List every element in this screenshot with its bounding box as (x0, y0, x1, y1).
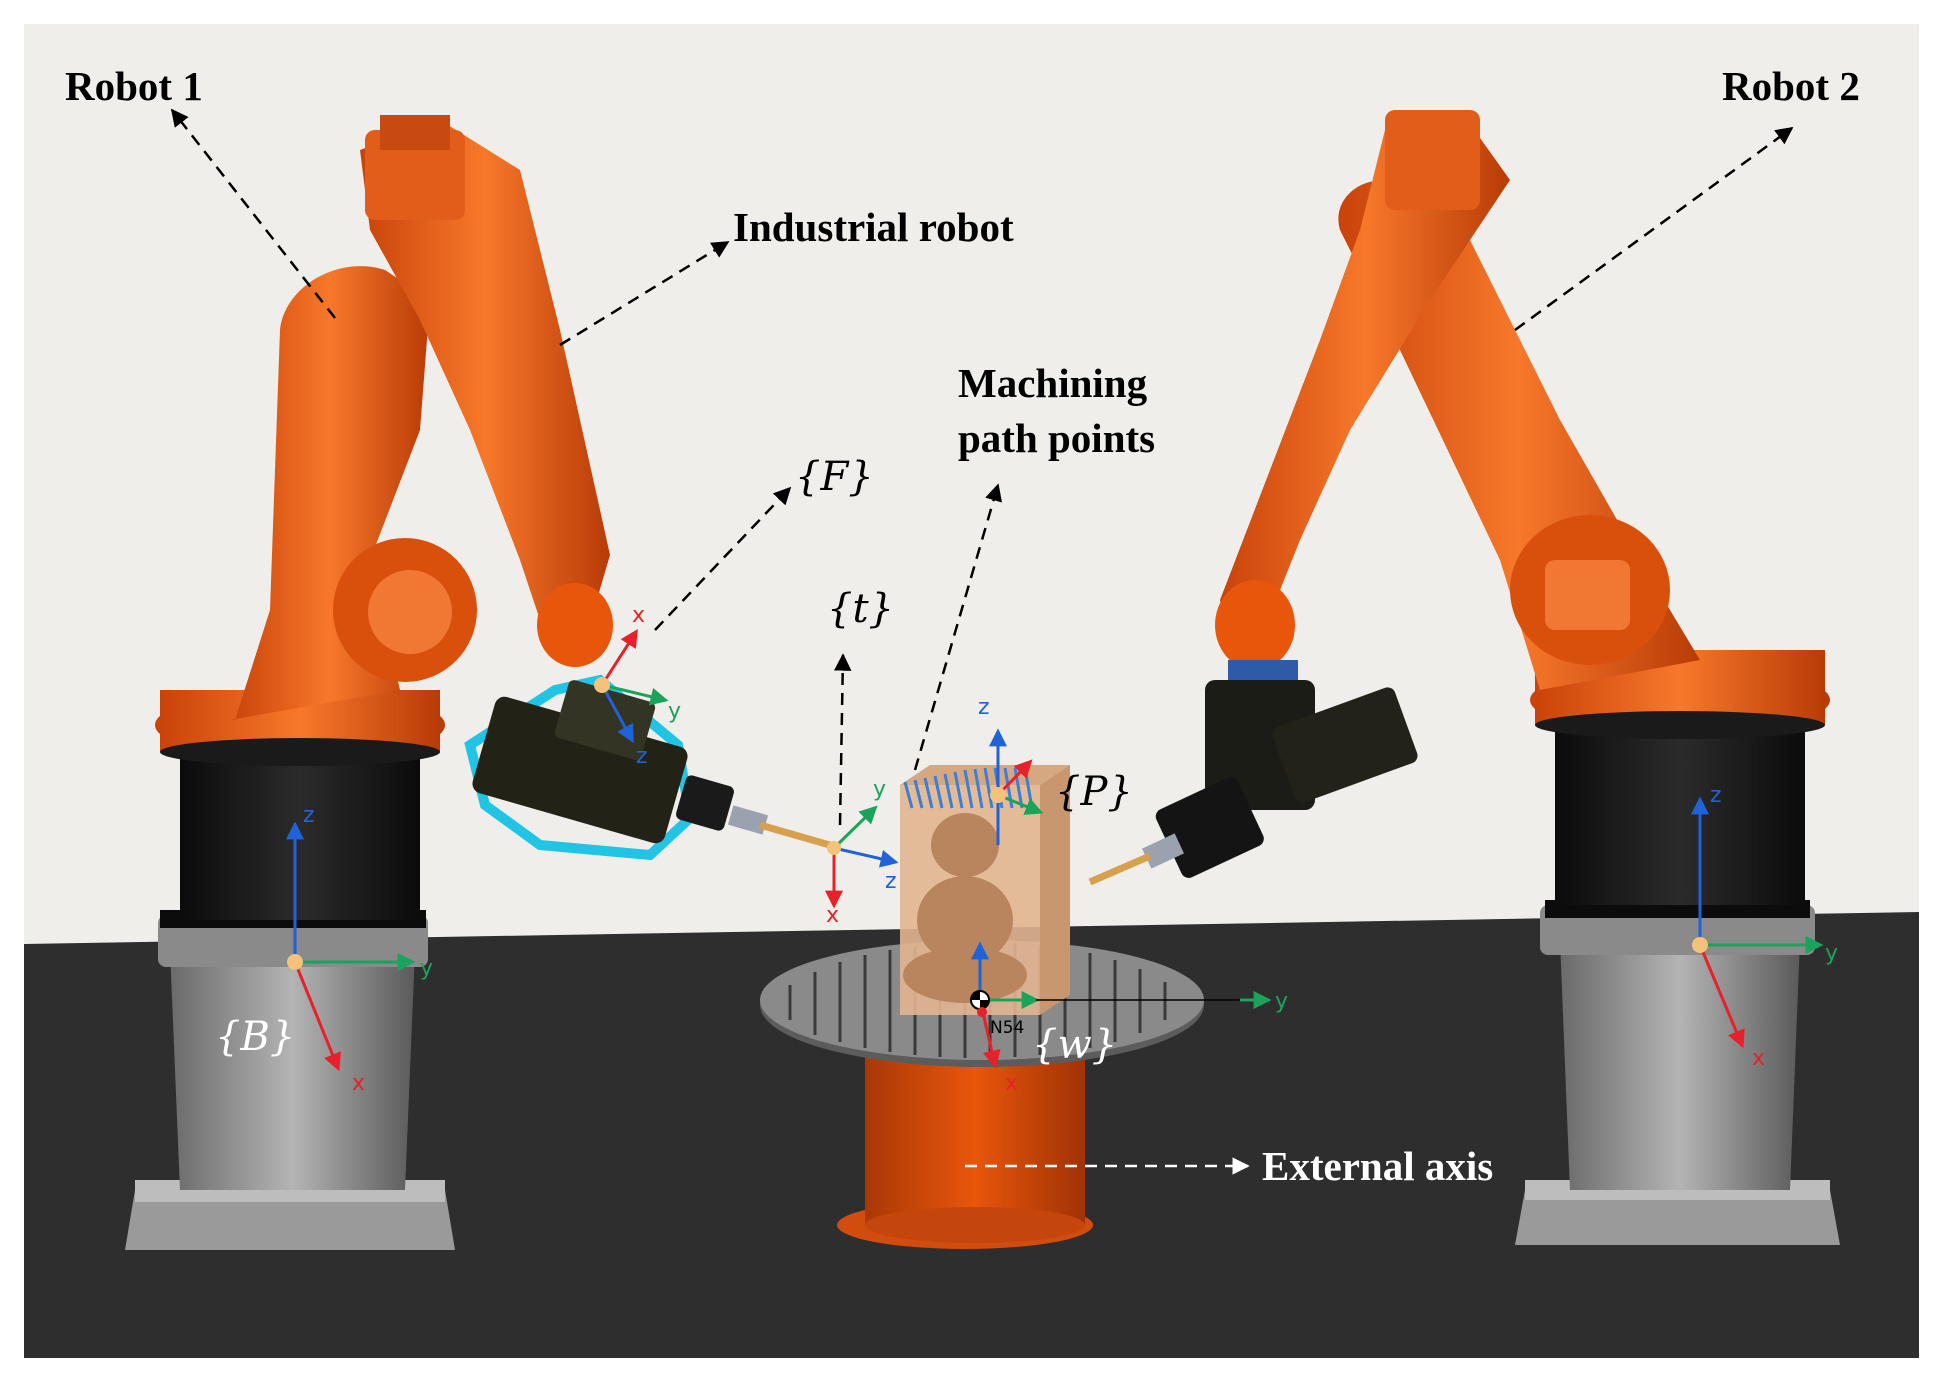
external-axis-drum-bottom (865, 1207, 1085, 1243)
robot2-upper-arm (1220, 110, 1510, 650)
frame-w-axes (970, 941, 1272, 1069)
frame-F-axes (594, 628, 669, 744)
frame-t-origin (827, 841, 841, 855)
robot2-turntable-bottom (1535, 711, 1825, 739)
external-axis-drum (865, 1050, 1085, 1225)
robot2-spindle-arm (1272, 687, 1418, 803)
frame-B-y-letter: y (420, 956, 433, 981)
robot1-pedestal (170, 950, 415, 1190)
label-frame-B: {B} (215, 1014, 295, 1060)
frame-w-origin-mark (971, 991, 989, 1009)
label-frame-F: {F} (795, 454, 874, 500)
workpiece-side (1040, 765, 1070, 1015)
label-frame-P: {P} (1055, 769, 1133, 815)
robot2-x-letter: x (1752, 1046, 1765, 1071)
carved-figure (903, 813, 1027, 1003)
robot1-motor-fins (380, 115, 450, 150)
frame-F-callout (654, 486, 792, 631)
robot2-y-letter: y (1825, 941, 1838, 966)
frame-w-red-dot (977, 1007, 987, 1017)
workpiece-tag: N54 (990, 1018, 1024, 1038)
frame-P-axes (989, 728, 1044, 845)
robot1-motor-housing (365, 130, 465, 220)
frame-F-y-letter: y (668, 699, 681, 724)
industrial-robot-callout (559, 240, 730, 347)
robot2-base-plate (1515, 1190, 1840, 1245)
robot2-wrist-joint (1215, 580, 1295, 670)
frame-t-callout (833, 653, 852, 826)
robot1-spindle-body (472, 696, 688, 844)
frame-B-x-letter: x (352, 1071, 365, 1096)
robot2-column (1555, 725, 1805, 905)
robot1-base-plate (125, 1190, 455, 1250)
robot2-base-axes (1691, 796, 1824, 1049)
robot1-spindle-nose (676, 775, 734, 831)
frame-t-y-letter: y (873, 777, 886, 802)
robot2-shoulder-cap (1545, 560, 1630, 630)
robot1-shoulder-cap (368, 570, 452, 654)
robot1-cutter (759, 821, 841, 852)
robot1-upper-arm (360, 120, 610, 650)
robot1-tool-holder (727, 805, 769, 835)
frame-w-y-letter: y (1275, 989, 1288, 1014)
frame-F-origin (594, 677, 610, 693)
frame-B-z-letter: z (303, 803, 315, 828)
machining-callout (913, 483, 1002, 771)
robot1-callout (170, 108, 336, 319)
label-machining-line1: Machining (958, 360, 1148, 406)
robot2-base-origin (1692, 937, 1708, 953)
robot1-wrist-joint (537, 583, 613, 667)
frame-t-x-letter: x (826, 903, 839, 928)
label-robot-1: Robot 1 (65, 63, 203, 109)
frame-P-z-letter: z (978, 695, 990, 720)
robot2-tool-holder (1142, 833, 1184, 869)
robot2-cutter (1088, 852, 1152, 886)
frame-B-axes (286, 821, 416, 1072)
robot2-pedestal (1560, 940, 1800, 1190)
robot2-callout (1514, 126, 1794, 332)
frame-P-origin (990, 787, 1006, 803)
label-frame-w: {w} (1032, 1022, 1117, 1068)
frame-t-axes (825, 805, 899, 909)
robot2-motor-housing (1385, 110, 1480, 210)
frame-F-z-letter: z (636, 744, 648, 769)
label-industrial-robot: Industrial robot (733, 204, 1014, 250)
frame-B-origin (287, 954, 303, 970)
robot1-turntable-bottom (160, 738, 440, 766)
label-machining-line2: path points (958, 415, 1155, 461)
label-frame-t: {t} (827, 586, 894, 632)
label-robot-2: Robot 2 (1722, 63, 1860, 109)
label-external-axis: External axis (1262, 1143, 1493, 1189)
robot1-column (180, 750, 420, 920)
frame-w-x-letter: x (1005, 1071, 1018, 1096)
robot-2 (1088, 110, 1840, 1245)
frame-t-z-letter: z (885, 869, 897, 894)
frame-F-x-letter: x (632, 603, 645, 628)
external-axis (760, 765, 1204, 1249)
robot2-z-letter: z (1710, 783, 1722, 808)
robot2-spindle (1142, 680, 1418, 878)
